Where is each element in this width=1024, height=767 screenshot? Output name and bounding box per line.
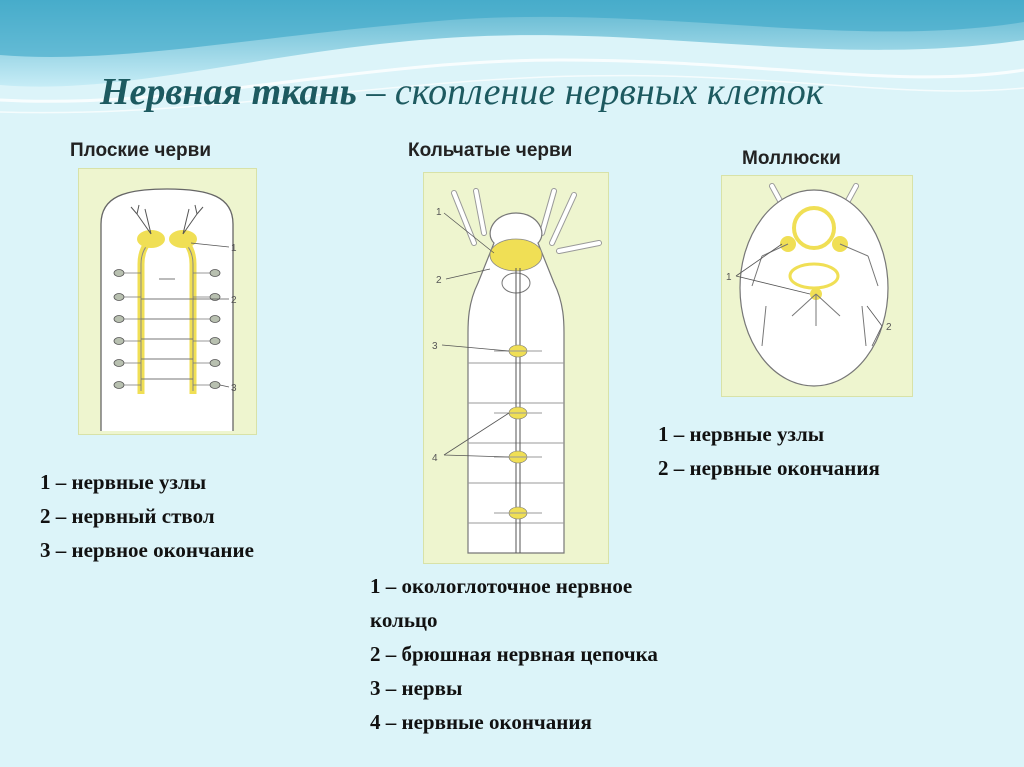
- annelid-legend-item: 4 – нервные окончания: [370, 710, 592, 734]
- mollusk-figure: 1 2: [721, 175, 913, 397]
- annelid-label-3: 3: [432, 341, 438, 352]
- annelid-figure: 1 2 3 4: [423, 172, 609, 564]
- flatworm-figure: 1 2 3: [78, 168, 257, 435]
- annelid-label-4: 4: [432, 453, 438, 464]
- mollusk-legend-item: 2 – нервные окончания: [658, 456, 880, 480]
- annelid-legend-item: кольцо: [370, 608, 438, 632]
- page-title: Нервная ткань – скопление нервных клеток: [100, 70, 824, 114]
- mollusk-label-1: 1: [726, 272, 732, 283]
- header-wave-decoration: [0, 0, 1024, 114]
- heading-mollusks: Моллюски: [742, 148, 841, 169]
- annelid-legend-item: 1 – окологлоточное нервное: [370, 574, 633, 598]
- flatworm-label-1: 1: [231, 243, 237, 254]
- annelid-legend-item: 3 – нервы: [370, 676, 463, 700]
- mollusk-label-2: 2: [886, 322, 892, 333]
- flatworm-legend-item: 3 – нервное окончание: [40, 538, 254, 562]
- title-bold: Нервная ткань: [100, 71, 357, 113]
- annelid-label-2: 2: [436, 275, 442, 286]
- flatworm-legend-item: 1 – нервные узлы: [40, 470, 207, 494]
- annelid-legend: 1 – окологлоточное нервное кольцо 2 – бр…: [370, 569, 658, 739]
- flatworm-legend-item: 2 – нервный ствол: [40, 504, 215, 528]
- mollusk-legend: 1 – нервные узлы 2 – нервные окончания: [658, 417, 880, 485]
- flatworm-label-2: 2: [231, 295, 237, 306]
- flatworm-label-3: 3: [231, 383, 237, 394]
- heading-annelids: Кольчатые черви: [408, 140, 573, 161]
- heading-flatworms: Плоские черви: [70, 140, 211, 161]
- flatworm-legend: 1 – нервные узлы 2 – нервный ствол 3 – н…: [40, 465, 254, 567]
- annelid-legend-item: 2 – брюшная нервная цепочка: [370, 642, 658, 666]
- annelid-label-1: 1: [436, 207, 442, 218]
- title-rest: – скопление нервных клеток: [356, 71, 824, 113]
- mollusk-legend-item: 1 – нервные узлы: [658, 422, 825, 446]
